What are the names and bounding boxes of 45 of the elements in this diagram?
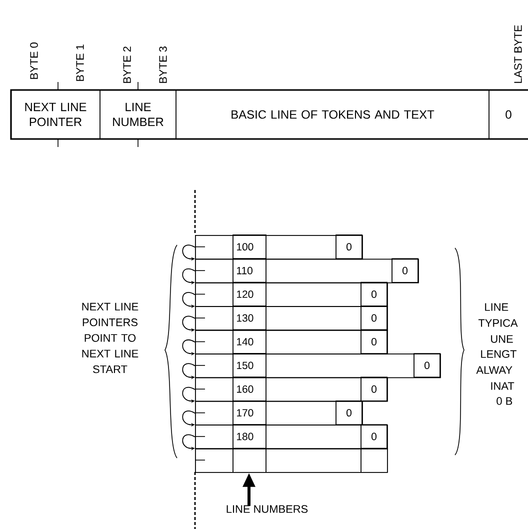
terminator-cell: 0 (360, 329, 388, 354)
note-text: TYPICA (478, 319, 518, 327)
terminator-cell: 0 (336, 400, 362, 426)
program-line-box (194, 258, 419, 284)
program-line-box (194, 377, 388, 402)
note-text: INAT (491, 382, 514, 390)
program-line-box (194, 448, 388, 473)
note-text: ALWAY (476, 366, 512, 374)
byte-label: BYTE 0 (30, 42, 38, 79)
line-number-cell: 110 (232, 258, 266, 283)
byte-label: BYTE 2 (123, 46, 131, 83)
terminator-cell: 0 (360, 282, 388, 306)
program-line-box (194, 400, 363, 426)
terminator-cell: 0 (360, 376, 388, 402)
record-field: BASIC LINE OF TOKENS AND TEXT (232, 90, 490, 140)
program-line-box (194, 306, 388, 331)
record-field: 0 (506, 110, 512, 119)
program-line-box (194, 424, 388, 450)
line-number-cell: 180 (232, 424, 266, 449)
terminator-cell: 0 (360, 424, 388, 449)
line-number-cell: 140 (232, 329, 266, 354)
note-text: LINE (485, 303, 508, 311)
terminator-cell: 0 (414, 353, 440, 378)
program-line-box (194, 330, 388, 354)
record-field: NEXT LINE POINTER (25, 90, 100, 140)
program-line-box (194, 235, 363, 260)
program-line-box (194, 282, 388, 307)
line-number-cell: 170 (232, 400, 266, 426)
terminator-cell: 0 (360, 306, 388, 330)
line-number-cell: 150 (232, 353, 266, 378)
terminator-cell: 0 (392, 258, 418, 283)
terminator-cell: 0 (336, 234, 362, 260)
note-text: NEXT LINE POINTERS POINT TO NEXT LINE START (82, 302, 138, 374)
caption-text: LINE NUMBERS (226, 505, 308, 513)
note-text: LENGT (481, 350, 516, 358)
note-text: 0 B (496, 397, 512, 405)
line-number-cell: 130 (232, 306, 266, 330)
record-field: LINE NUMBER (113, 90, 176, 140)
program-line-box (194, 354, 441, 378)
byte-label: BYTE 1 (76, 44, 84, 81)
byte-label: LAST BYTE (514, 25, 522, 83)
note-text: UNE (491, 335, 513, 343)
line-number-cell: 120 (232, 282, 266, 306)
line-number-cell: 160 (232, 376, 266, 402)
line-number-cell: 100 (232, 234, 266, 260)
